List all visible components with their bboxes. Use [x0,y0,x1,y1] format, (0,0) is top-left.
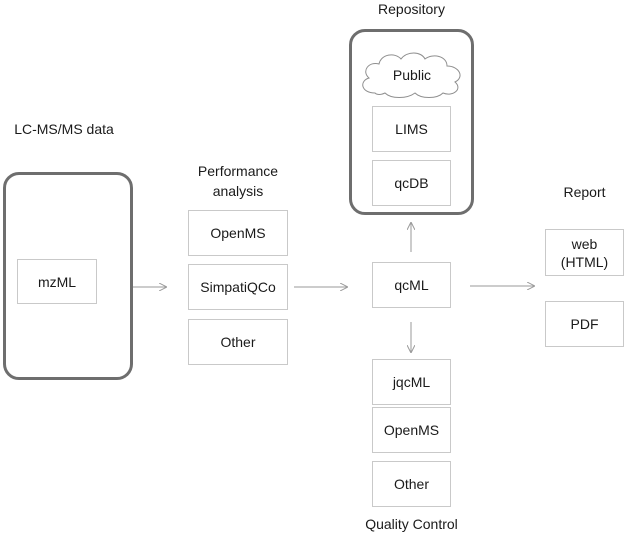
quality-control-item-jqcml: jqcML [372,359,451,405]
report-title: Report [563,184,606,200]
source-title: LC-MS/MS data [14,121,114,137]
performance-item-other: Other [188,319,288,365]
quality-control-title: Quality Control [365,516,458,532]
qcml-box: qcML [372,262,451,308]
mzml-box: mzML [17,259,97,304]
report-item-web-html: web (HTML) [545,229,624,276]
repository-item-lims: LIMS [372,106,451,152]
quality-control-item-other: Other [372,461,451,507]
quality-control-item-openms: OpenMS [372,407,451,453]
performance-item-simpatiqco: SimpatiQCo [188,264,288,310]
repository-item-qcdb: qcDB [372,160,451,206]
cloud-label: Public [392,67,432,83]
performance-title: Performance analysis [197,163,279,199]
report-item-pdf: PDF [545,301,624,347]
performance-item-openms: OpenMS [188,210,288,256]
cloud-icon [362,52,461,98]
repository-title: Repository [378,1,445,17]
